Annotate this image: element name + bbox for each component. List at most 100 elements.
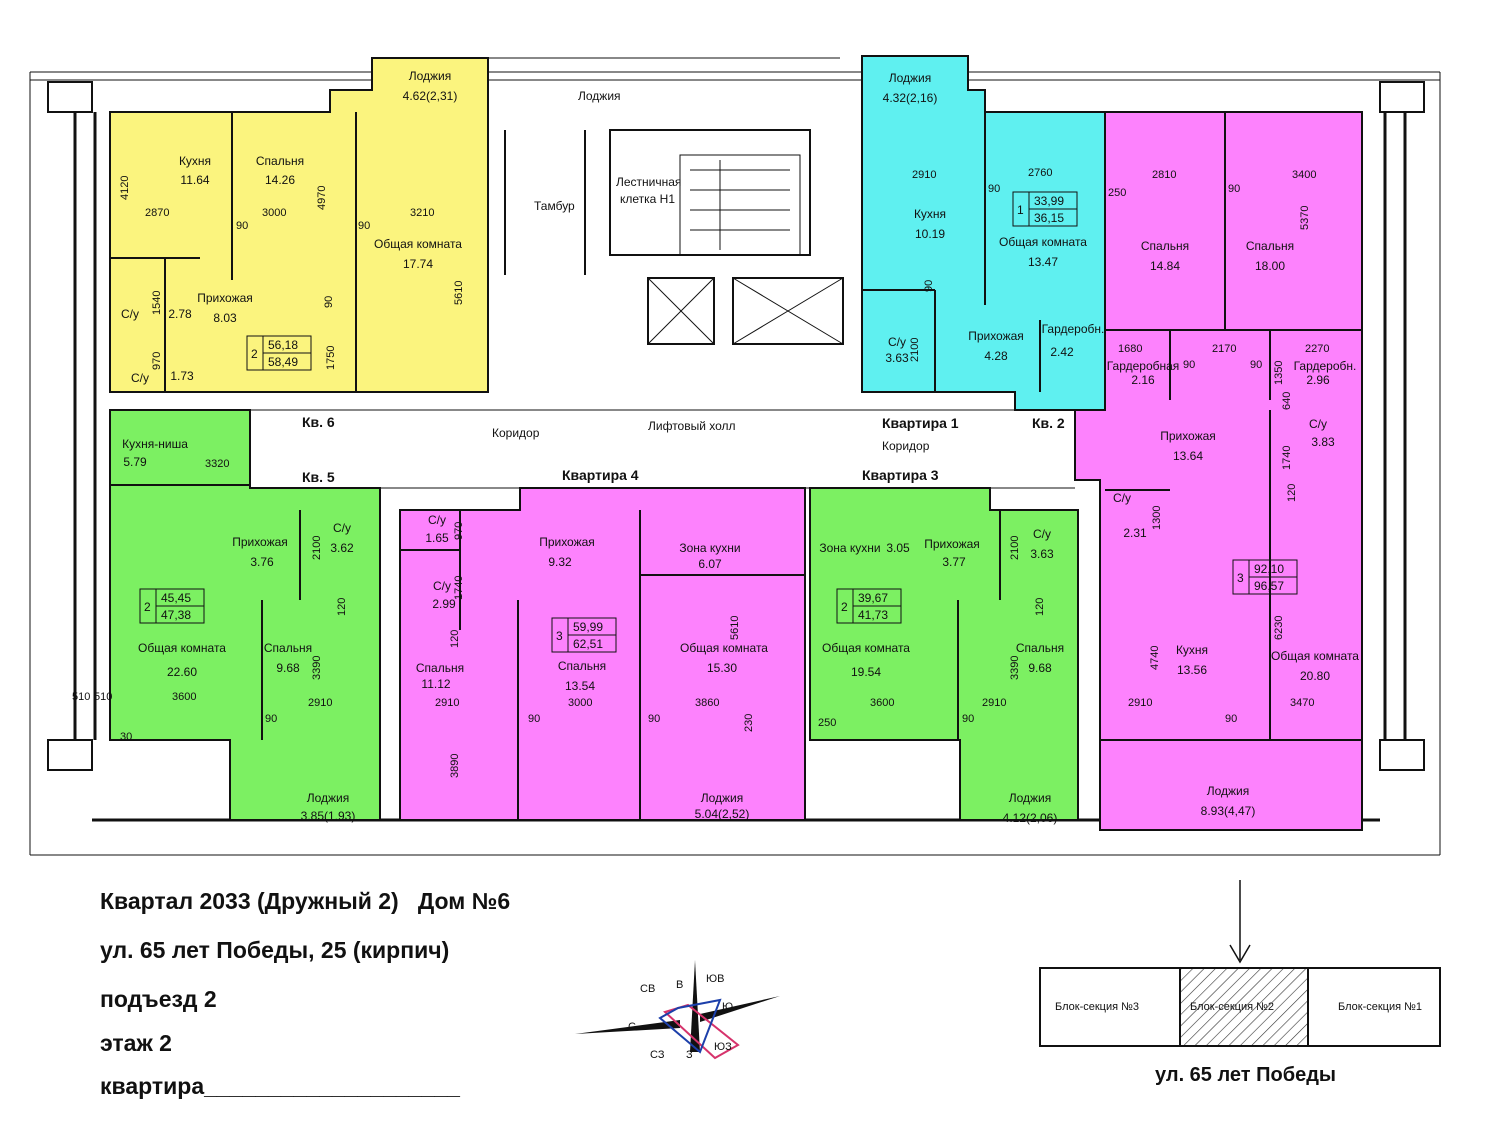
room-name: С/у — [333, 521, 351, 535]
svg-text:120: 120 — [1034, 598, 1046, 616]
svg-text:3600: 3600 — [870, 697, 894, 709]
svg-text:120: 120 — [1286, 484, 1298, 502]
room-area: 2.78 — [168, 307, 192, 321]
svg-text:1740: 1740 — [453, 576, 465, 600]
room-name: Прихожая — [1160, 429, 1216, 443]
apartment-5 — [109, 409, 381, 821]
svg-text:3210: 3210 — [410, 207, 434, 219]
svg-text:90: 90 — [265, 713, 277, 725]
svg-text:5610: 5610 — [729, 616, 741, 640]
svg-text:56,18: 56,18 — [268, 338, 298, 352]
apt-badge-6: 2 56,18 58,49 — [246, 335, 312, 371]
svg-text:92,10: 92,10 — [1254, 562, 1284, 576]
compass-label: В — [676, 979, 683, 991]
compass-label: З — [686, 1049, 693, 1061]
svg-text:6230: 6230 — [1273, 616, 1285, 640]
room-area: 1.73 — [170, 369, 194, 383]
svg-text:2: 2 — [144, 600, 151, 614]
svg-text:4970: 4970 — [316, 186, 328, 210]
block-section-1: Блок-секция №1 — [1338, 1001, 1422, 1013]
room-name: Спальня — [1141, 239, 1189, 253]
room-name: С/у — [888, 335, 906, 349]
svg-text:1740: 1740 — [1281, 446, 1293, 470]
apartment-2 — [1074, 111, 1363, 831]
svg-text:2870: 2870 — [145, 207, 169, 219]
svg-text:510: 510 — [72, 691, 90, 703]
svg-text:33,99: 33,99 — [1034, 194, 1064, 208]
svg-text:3400: 3400 — [1292, 169, 1316, 181]
room-name: Общая комната — [999, 235, 1087, 249]
svg-text:3: 3 — [556, 629, 563, 643]
street-caption: ул. 65 лет Победы — [1155, 1064, 1336, 1086]
room-name: Прихожая — [968, 329, 1024, 343]
room-area: 11.12 — [421, 677, 450, 691]
room-name: Спальня — [416, 661, 464, 675]
svg-text:5370: 5370 — [1299, 206, 1311, 230]
room-name: Кухня — [179, 154, 211, 168]
room-area: 2.31 — [1123, 526, 1147, 540]
room-name: Спальня — [1016, 641, 1064, 655]
info-line-floor: этаж 2 — [100, 1030, 172, 1056]
svg-text:2: 2 — [251, 347, 258, 361]
room-area: 9.68 — [1028, 661, 1052, 675]
room-area: 5.04(2,52) — [695, 807, 750, 821]
apt4-label: Квартира 4 — [562, 467, 639, 483]
svg-text:510: 510 — [94, 691, 112, 703]
svg-text:4740: 4740 — [1149, 646, 1161, 670]
room-name: Спальня — [264, 641, 312, 655]
room-name: С/у — [428, 513, 446, 527]
room-name: Зона кухни — [819, 541, 880, 555]
room-area: 3.63 — [885, 351, 909, 365]
svg-text:90: 90 — [1250, 359, 1262, 371]
room-area: 3.62 — [330, 541, 354, 555]
compass-label: ЮЗ — [714, 1041, 732, 1053]
apartment-6 — [109, 57, 489, 393]
room-name: Кухня-ниша — [122, 437, 188, 451]
svg-text:1350: 1350 — [1273, 361, 1285, 385]
room-name: Лоджия — [307, 791, 350, 805]
svg-text:3000: 3000 — [568, 697, 592, 709]
room-name: Гардеробн. — [1042, 322, 1105, 336]
kv2-label: Кв. 2 — [1032, 415, 1065, 431]
info-line-quarter: Квартал 2033 (Дружный 2) Дом №6 — [100, 888, 510, 915]
kv6-label: Кв. 6 — [302, 414, 335, 430]
room-name: С/у — [131, 371, 149, 385]
svg-text:59,99: 59,99 — [573, 620, 603, 634]
common-loggia-label: Лоджия — [578, 89, 621, 103]
svg-text:3390: 3390 — [1009, 656, 1021, 680]
room-name: Лоджия — [409, 69, 452, 83]
room-name: Зона кухни — [679, 541, 740, 555]
apt-badge-3: 2 39,67 41,73 — [836, 588, 902, 624]
room-name: Общая комната — [374, 237, 462, 251]
room-name: Спальня — [558, 659, 606, 673]
apt3-label: Квартира 3 — [862, 467, 939, 483]
svg-text:45,45: 45,45 — [161, 591, 191, 605]
corridor-right-label: Коридор — [882, 439, 930, 453]
house-text: Дом №6 — [417, 888, 511, 914]
svg-text:3860: 3860 — [695, 697, 719, 709]
stair-label-2: клетка Н1 — [620, 192, 675, 206]
svg-text:120: 120 — [336, 598, 348, 616]
svg-text:2910: 2910 — [435, 697, 459, 709]
svg-text:3470: 3470 — [1290, 697, 1314, 709]
room-area: 14.84 — [1150, 259, 1180, 273]
room-area: 4.12(2,06) — [1003, 811, 1058, 825]
apt1-label: Квартира 1 — [882, 415, 959, 431]
room-area: 15.30 — [707, 661, 737, 675]
svg-text:90: 90 — [1228, 183, 1240, 195]
info-line-address: ул. 65 лет Победы, 25 (кирпич) — [100, 937, 450, 963]
room-area: 8.93(4,47) — [1201, 804, 1256, 818]
common-labels: Кв. 6 Кв. 5 Кв. 2 Квартира 1 Квартира 3 … — [302, 89, 1065, 485]
room-area: 1.65 — [425, 531, 449, 545]
svg-text:3890: 3890 — [449, 754, 461, 778]
svg-text:1540: 1540 — [151, 291, 163, 315]
svg-text:3600: 3600 — [172, 691, 196, 703]
room-area: 5.79 — [123, 455, 147, 469]
svg-text:90: 90 — [1183, 359, 1195, 371]
svg-text:1300: 1300 — [1151, 506, 1163, 530]
room-name: Общая комната — [138, 641, 226, 655]
room-name: С/у — [121, 307, 139, 321]
room-name: Лоджия — [701, 791, 744, 805]
room-name: Общая комната — [680, 641, 768, 655]
